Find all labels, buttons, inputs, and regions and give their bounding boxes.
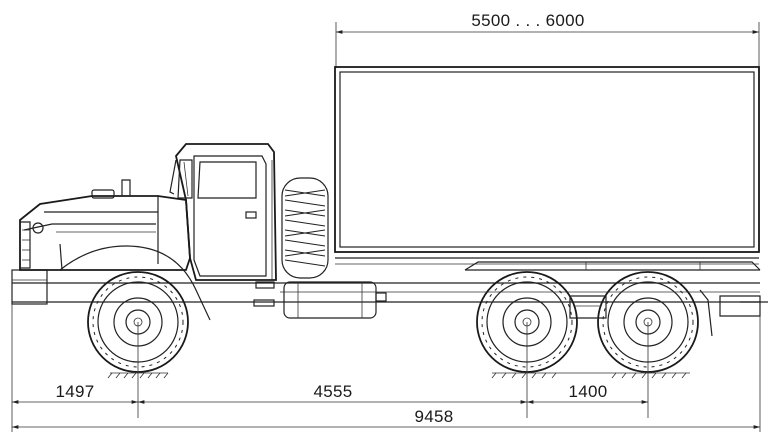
body-length-dimension: 5500 . . . 6000 — [335, 11, 760, 68]
overall-length-dimension: 9458 — [11, 407, 760, 429]
rear-suspension — [569, 289, 713, 337]
chassis-frame — [11, 269, 768, 317]
wheelbase-dimension: 4555 — [138, 382, 527, 404]
cab — [169, 143, 277, 307]
spare-wheel — [281, 177, 329, 279]
front-overhang-dimension: 1497 — [11, 382, 138, 404]
hood — [19, 179, 211, 321]
front-overhang-label: 1497 — [55, 382, 94, 401]
cargo-box — [334, 66, 761, 271]
rear-axle-spacing-dimension: 1400 — [527, 382, 648, 404]
wheelbase-label: 4555 — [313, 382, 352, 401]
ground-hatch — [107, 372, 690, 379]
extension-lines — [11, 304, 761, 432]
body-length-label: 5500 . . . 6000 — [471, 11, 584, 30]
overall-length-label: 9458 — [414, 407, 453, 426]
fuel-tank — [283, 281, 387, 319]
rear-axle-spacing-label: 1400 — [568, 382, 607, 401]
